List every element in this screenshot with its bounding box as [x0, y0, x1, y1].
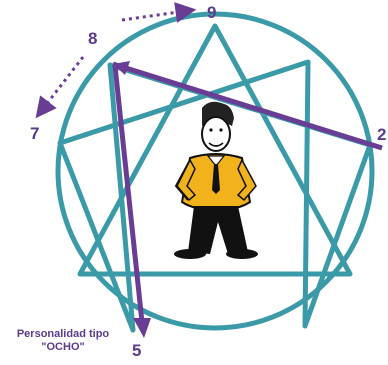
enneagram-number-9: 9: [207, 4, 216, 21]
caption-line-1: Personalidad tipo: [4, 328, 122, 341]
enneagram-number-2: 2: [377, 126, 386, 143]
dotted-arrow-8-to-7: [42, 57, 83, 110]
cartoon-man-icon: [174, 102, 258, 259]
caption-line-2: "OCHO": [4, 341, 122, 354]
enneagram-number-5: 5: [132, 342, 141, 359]
personality-caption: Personalidad tipo "OCHO": [4, 328, 122, 354]
enneagram-number-7: 7: [30, 125, 39, 142]
arrowhead-at-5: [133, 318, 151, 338]
enneagram-number-8: 8: [88, 30, 97, 47]
